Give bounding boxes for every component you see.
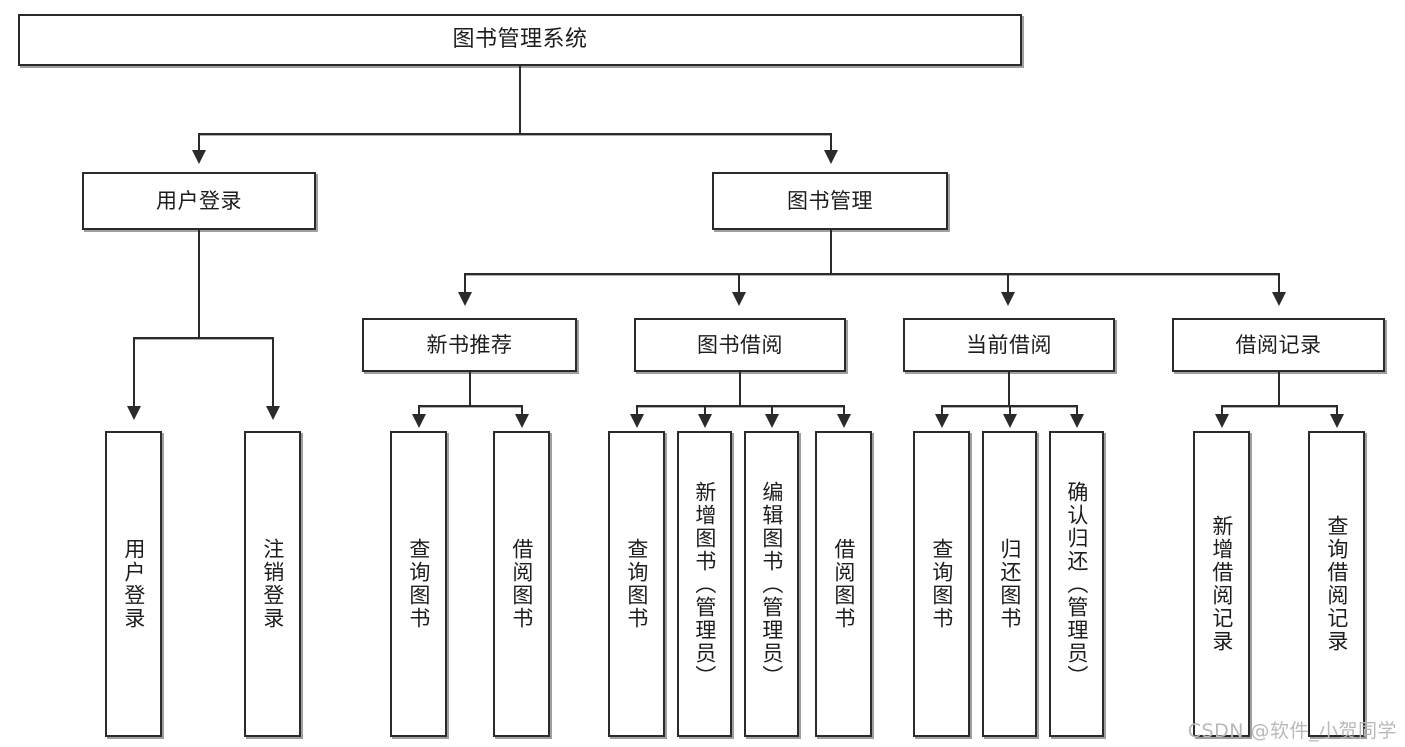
node-new-book-recommend: 新书推荐 (362, 318, 577, 372)
leaf-confirm-return-admin: 确认归还（管理员） (1049, 431, 1104, 737)
arrowhead-book-borrow-to-leaf-3 (765, 414, 779, 428)
connector-book-manage-bus (464, 273, 1280, 275)
node-label: 注销登录 (260, 538, 285, 630)
connector-book-manage-stem (830, 230, 832, 274)
connector-book-borrow-stem (739, 372, 741, 406)
node-label: 查询图书 (406, 538, 431, 630)
node-label: 查询图书 (929, 538, 954, 630)
node-label: 查询图书 (624, 538, 649, 630)
connector-book-borrow-to-leaf-4 (843, 405, 845, 417)
arrowhead-book-manage-to-new-book (458, 292, 472, 306)
arrowhead-borrow-record-to-leaf-1 (1215, 414, 1229, 428)
node-label: 新增图书（管理员） (692, 480, 717, 688)
connector-new-book-stem (469, 372, 471, 406)
connector-book-borrow-to-leaf-1 (636, 405, 638, 417)
node-root-book-management-system: 图书管理系统 (18, 14, 1022, 66)
connector-borrow-record-to-leaf-1 (1221, 405, 1223, 417)
node-label: 图书借阅 (697, 332, 783, 357)
arrowhead-user-login-to-leaf-2 (266, 406, 280, 420)
node-label: 编辑图书（管理员） (759, 480, 784, 688)
leaf-query-book-borrow: 查询图书 (608, 431, 665, 737)
connector-new-book-to-leaf-2 (521, 405, 523, 417)
connector-borrow-record-stem (1278, 372, 1280, 406)
connector-root-to-user-login (198, 133, 200, 153)
arrowhead-current-borrow-to-leaf-3 (1070, 414, 1084, 428)
connector-root-stem (519, 66, 521, 134)
arrowhead-current-borrow-to-leaf-1 (935, 414, 949, 428)
arrowhead-book-borrow-to-leaf-2 (698, 414, 712, 428)
node-label: 借阅图书 (831, 538, 856, 630)
node-label: 借阅记录 (1235, 332, 1322, 357)
connector-current-borrow-to-leaf-1 (941, 405, 943, 417)
leaf-add-borrow-record: 新增借阅记录 (1193, 431, 1250, 737)
connector-book-manage-to-new-book (464, 273, 466, 295)
connector-user-login-to-leaf-1 (133, 337, 135, 409)
connector-book-borrow-to-leaf-2 (704, 405, 706, 417)
node-book-management: 图书管理 (712, 172, 948, 230)
arrowhead-user-login-to-leaf-1 (127, 406, 141, 420)
node-label: 归还图书 (997, 538, 1022, 630)
connector-new-book-bus (418, 405, 523, 407)
leaf-query-borrow-record: 查询借阅记录 (1308, 431, 1365, 737)
connector-root-bus (198, 133, 832, 135)
connector-user-login-bus (133, 337, 274, 339)
arrowhead-borrow-record-to-leaf-2 (1330, 414, 1344, 428)
connector-root-to-book-manage (830, 133, 832, 153)
arrowhead-root-to-user-login (192, 150, 206, 164)
leaf-edit-book-admin: 编辑图书（管理员） (744, 431, 799, 737)
node-label: 确认归还（管理员） (1064, 480, 1089, 688)
arrowhead-book-manage-to-book-borrow (732, 292, 746, 306)
connector-user-login-to-leaf-2 (272, 337, 274, 409)
leaf-add-book-admin: 新增图书（管理员） (677, 431, 732, 737)
connector-new-book-to-leaf-1 (418, 405, 420, 417)
node-label: 用户登录 (121, 538, 146, 630)
node-current-borrow: 当前借阅 (903, 318, 1115, 372)
node-label: 借阅图书 (509, 538, 534, 630)
connector-book-borrow-bus (636, 405, 845, 407)
node-user-login: 用户登录 (82, 172, 316, 230)
connector-borrow-record-bus (1221, 405, 1338, 407)
node-label: 图书管理系统 (452, 27, 588, 53)
node-label: 查询借阅记录 (1324, 515, 1349, 653)
leaf-logout-login: 注销登录 (244, 431, 301, 737)
node-label: 用户登录 (156, 188, 242, 213)
arrowhead-new-book-to-leaf-1 (412, 414, 426, 428)
connector-book-manage-to-borrow-record (1278, 273, 1280, 295)
connector-current-borrow-to-leaf-3 (1076, 405, 1078, 417)
leaf-borrow-book-borrow: 借阅图书 (815, 431, 872, 737)
arrowhead-new-book-to-leaf-2 (515, 414, 529, 428)
connector-current-borrow-stem (1008, 372, 1010, 406)
leaf-borrow-book-recommend: 借阅图书 (493, 431, 550, 737)
connector-user-login-stem (198, 230, 200, 338)
connector-book-manage-to-book-borrow (738, 273, 740, 295)
connector-current-borrow-to-leaf-2 (1009, 405, 1011, 417)
node-label: 图书管理 (787, 188, 873, 213)
leaf-query-book-recommend: 查询图书 (390, 431, 447, 737)
arrowhead-root-to-book-manage (824, 150, 838, 164)
node-label: 当前借阅 (966, 332, 1052, 357)
connector-book-borrow-to-leaf-3 (771, 405, 773, 417)
leaf-return-book: 归还图书 (982, 431, 1037, 737)
connector-book-manage-to-current-borrow (1007, 273, 1009, 295)
connector-borrow-record-to-leaf-2 (1336, 405, 1338, 417)
arrowhead-book-manage-to-current-borrow (1001, 292, 1015, 306)
node-label: 新增借阅记录 (1209, 515, 1234, 653)
arrowhead-book-manage-to-borrow-record (1272, 292, 1286, 306)
arrowhead-current-borrow-to-leaf-2 (1003, 414, 1017, 428)
node-borrow-record: 借阅记录 (1172, 318, 1385, 372)
arrowhead-book-borrow-to-leaf-4 (837, 414, 851, 428)
node-label: 新书推荐 (426, 332, 513, 357)
arrowhead-book-borrow-to-leaf-1 (630, 414, 644, 428)
leaf-user-login: 用户登录 (105, 431, 162, 737)
node-book-borrow: 图书借阅 (634, 318, 846, 372)
leaf-query-book-current: 查询图书 (913, 431, 970, 737)
